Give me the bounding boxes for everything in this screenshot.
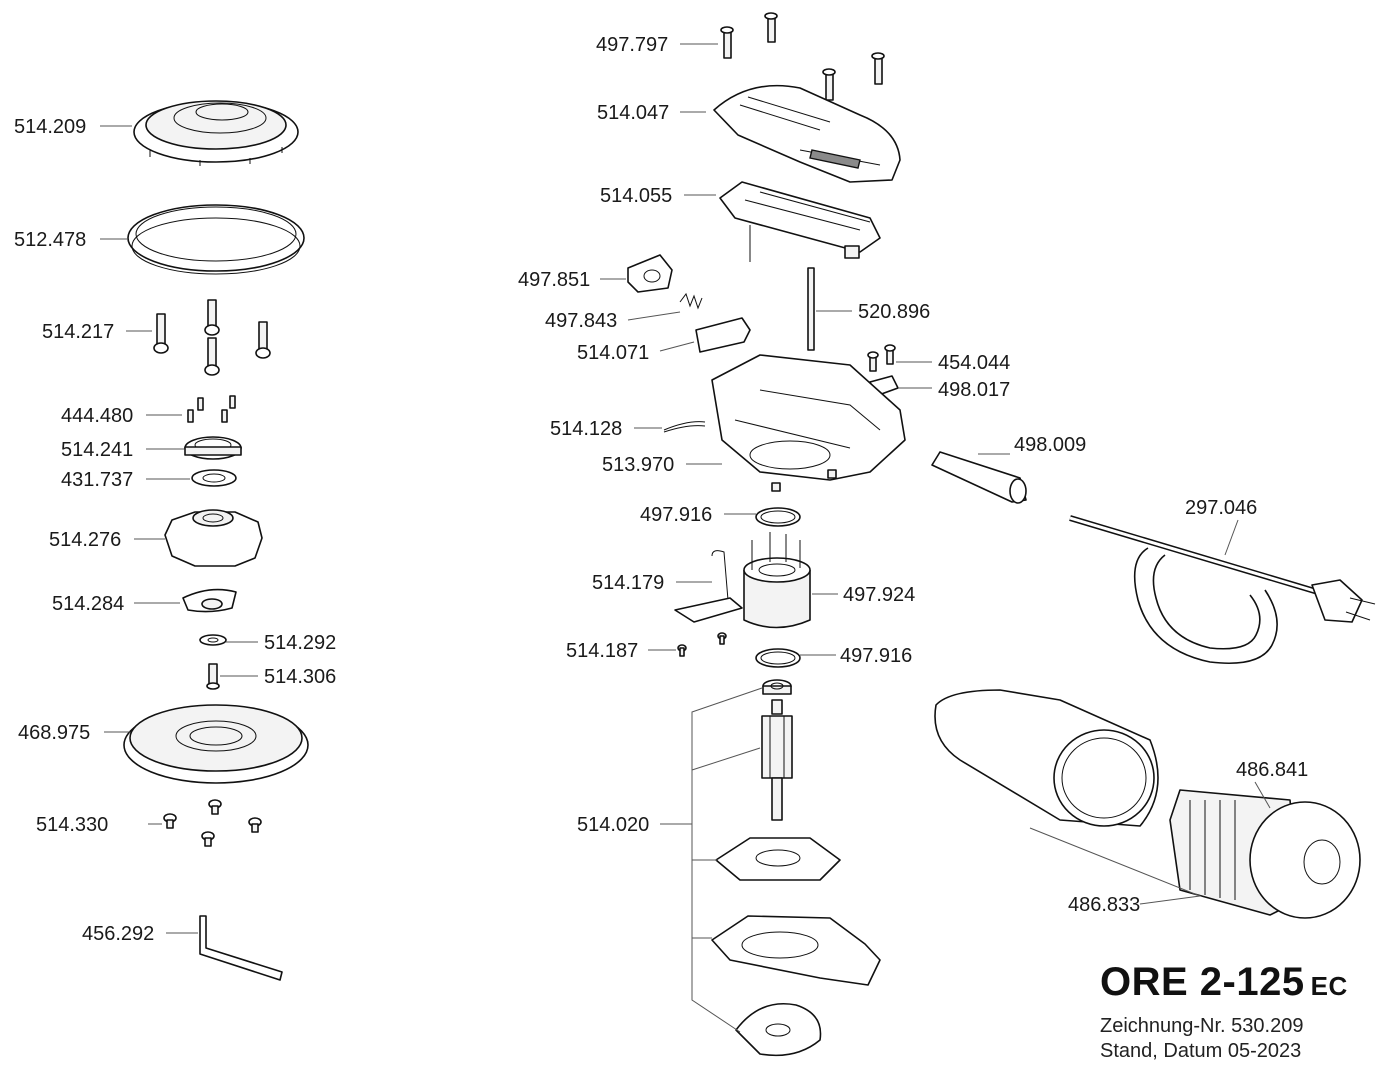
part-514071-drawing [695,317,751,353]
part-497851-drawing [627,254,673,293]
part-514241-drawing [184,436,242,460]
label-514241: 514.241 [61,439,133,461]
label-520896: 520.896 [858,301,930,323]
part-514187-drawing [677,632,727,657]
label-297046: 297.046 [1185,497,1257,519]
label-456292: 456.292 [82,923,154,945]
label-497924: 497.924 [843,584,915,606]
part-456292-drawing [199,915,283,981]
label-512478: 512.478 [14,229,86,251]
part-497916a-drawing [755,507,801,527]
part-497797-drawing [720,12,885,101]
label-514071: 514.071 [577,342,649,364]
label-513970: 513.970 [602,454,674,476]
label-514128: 514.128 [550,418,622,440]
label-486841: 486.841 [1236,759,1308,781]
label-514276: 514.276 [49,529,121,551]
label-514187: 514.187 [566,640,638,662]
label-514020: 514.020 [577,814,649,836]
part-497916b-drawing [755,648,801,668]
part-444480-drawing [187,395,236,423]
label-514306: 514.306 [264,666,336,688]
part-514217-drawing [153,299,271,376]
label-514055: 514.055 [600,185,672,207]
part-468975-drawing [123,704,309,784]
part-514276-drawing [164,509,263,567]
part-514047-drawing [713,84,901,183]
part-514292-drawing [199,634,227,646]
part-497924-drawing [743,532,811,629]
drawing-number: Zeichnung-Nr. 530.209 [1100,1015,1304,1037]
label-514209: 514.209 [14,116,86,138]
leader-lines [100,43,1271,1033]
part-514179-drawing [674,550,743,623]
part-514209-drawing [133,100,299,166]
part-labels: 514.209 512.478 514.217 444.480 514.241 … [14,34,1308,945]
part-498009-drawing [931,451,1027,504]
label-514292: 514.292 [264,632,336,654]
label-514217: 514.217 [42,321,114,343]
part-514055-drawing [719,181,881,262]
label-497851: 497.851 [518,269,590,291]
part-454044-drawing [867,344,896,372]
part-514128-drawing [663,421,706,433]
model-suffix: EC [1310,971,1348,1001]
label-497843: 497.843 [545,310,617,332]
label-468975: 468.975 [18,722,90,744]
model-name: ORE 2-125 [1100,960,1305,1004]
part-486841-drawing [1169,789,1361,919]
label-454044: 454.044 [938,352,1010,374]
label-497916-top: 497.916 [640,504,712,526]
label-514330: 514.330 [36,814,108,836]
part-512478-drawing [127,204,305,275]
label-431737: 431.737 [61,469,133,491]
label-497797: 497.797 [596,34,668,56]
part-514306-drawing [206,663,220,690]
part-520896-drawing [807,267,815,351]
label-498017: 498.017 [938,379,1010,401]
part-431737-drawing [191,469,237,487]
label-444480: 444.480 [61,405,133,427]
label-514047: 514.047 [597,102,669,124]
label-497916-bottom: 497.916 [840,645,912,667]
part-513970-drawing [711,354,906,492]
label-514179: 514.179 [592,572,664,594]
part-486833-drawing [934,689,1159,827]
label-514284: 514.284 [52,593,124,615]
part-514020-drawing [711,679,881,1057]
part-514284-drawing [182,588,237,613]
part-497843-drawing [679,292,703,310]
label-486833: 486.833 [1068,894,1140,916]
part-297046-drawing [1069,515,1376,665]
status-date: Stand, Datum 05-2023 [1100,1040,1302,1062]
part-514330-drawing [163,799,262,847]
label-498009: 498.009 [1014,434,1086,456]
